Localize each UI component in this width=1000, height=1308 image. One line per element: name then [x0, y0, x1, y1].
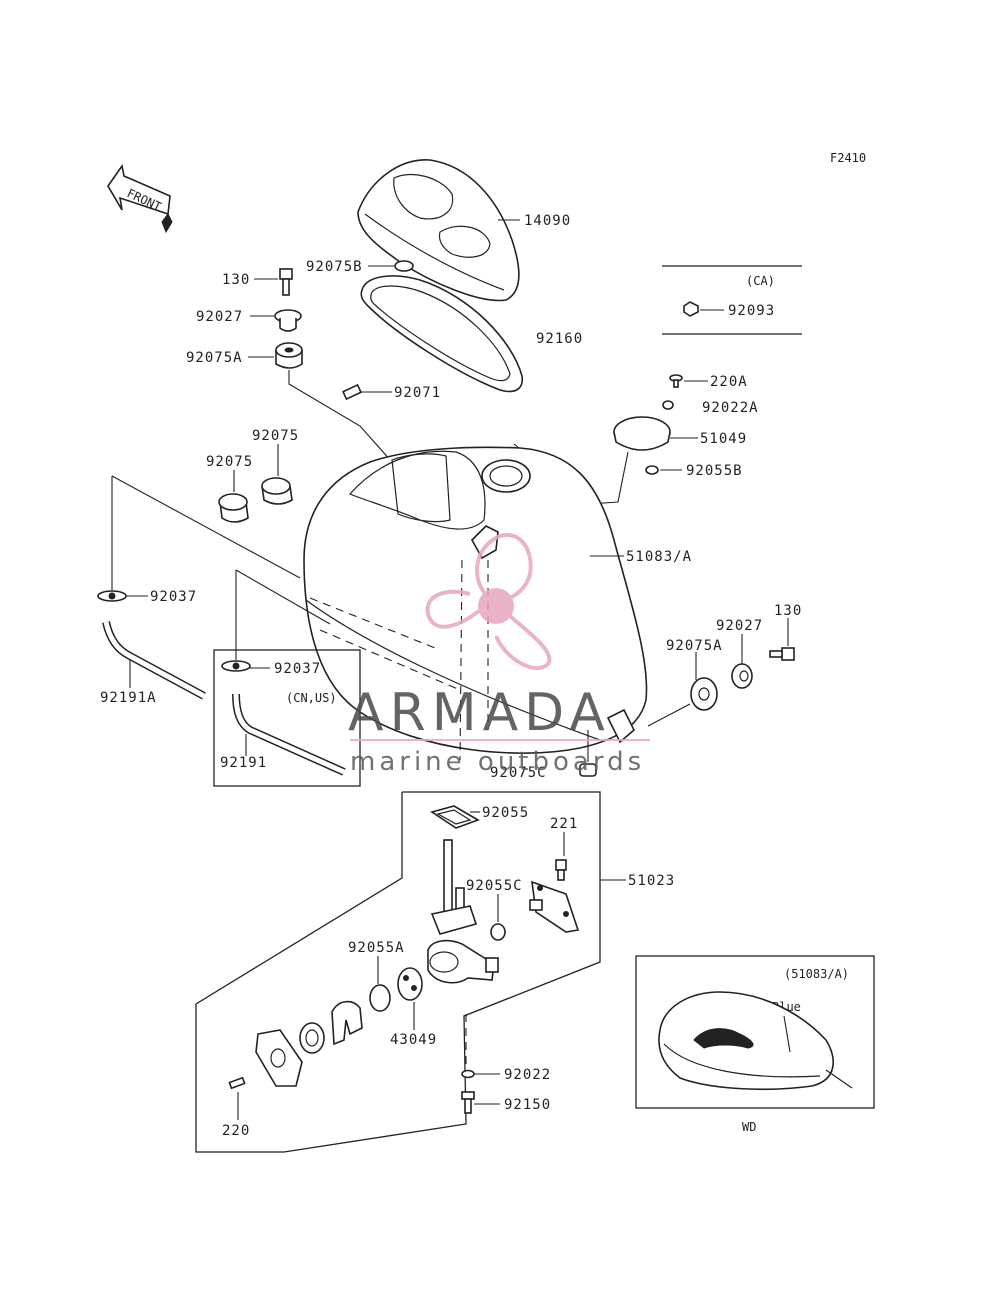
label-92150: 92150 — [504, 1097, 551, 1113]
grommet-92075B-part — [394, 260, 414, 272]
gasket-92055-part — [430, 805, 480, 829]
grommet-92075C-part — [579, 763, 597, 777]
figure-code: F2410 — [830, 151, 866, 165]
o-ring-92055B-part — [645, 465, 659, 475]
label-92055B: 92055B — [686, 463, 743, 479]
meter-cover-part — [357, 159, 520, 302]
damper-92075-1-part — [218, 493, 249, 523]
valve-43049-part — [397, 967, 423, 1001]
wd-variant-box: (51083/A) Blue WD — [635, 955, 875, 1134]
label-51049: 51049 — [700, 431, 747, 447]
bolt-92150-part — [461, 1091, 475, 1114]
lever-part — [331, 1000, 363, 1046]
damper-92075-2-part — [261, 477, 293, 505]
label-92075B: 92075B — [306, 259, 363, 275]
cover-plate-right-part — [529, 880, 580, 933]
propeller-logo-icon — [425, 532, 552, 671]
label-92037-left: 92037 — [150, 589, 197, 605]
ca-variant-box: (CA) 92093 — [662, 265, 802, 335]
washer-92022A-part — [662, 400, 674, 410]
variant-label: (51083/A) — [784, 967, 849, 981]
ca-label: (CA) — [746, 274, 775, 288]
cap-51049-part — [613, 416, 671, 451]
label-92160: 92160 — [536, 331, 583, 347]
label-220: 220 — [222, 1123, 250, 1139]
label-221: 221 — [550, 816, 578, 832]
damper-92075A-right-part — [690, 677, 718, 711]
o-ring-92055C-part — [490, 923, 506, 941]
gasket-92160-part — [360, 275, 524, 393]
fuel-cock-part — [427, 839, 499, 984]
watermark-tagline: marine outboards — [350, 747, 645, 777]
label-130-right: 130 — [774, 603, 802, 619]
label-51083A: 51083/A — [626, 549, 692, 565]
label-92071: 92071 — [394, 385, 441, 401]
front-arrow-icon: FRONT — [107, 164, 173, 234]
label-220A: 220A — [710, 374, 748, 390]
screw-221-part — [555, 859, 567, 881]
cn-us-label: (CN,US) — [286, 691, 337, 705]
label-92037-box: 92037 — [274, 661, 321, 677]
cn-us-variant-box: (CN,US) — [213, 649, 361, 787]
label-130-top: 130 — [222, 272, 250, 288]
label-92191A: 92191A — [100, 690, 157, 706]
label-51023: 51023 — [628, 873, 675, 889]
label-92093: 92093 — [728, 303, 775, 319]
fuel-tank-51083A-part — [303, 446, 648, 754]
o-ring-92055A-part — [369, 984, 391, 1012]
watermark: ARMADA marine outboards — [348, 532, 650, 777]
watermark-brand: ARMADA — [348, 683, 611, 743]
ring-part — [299, 1022, 325, 1054]
bolt-130-top-part — [279, 268, 293, 296]
damper-92075A-top-part — [275, 342, 303, 369]
screw-220A-part — [669, 374, 683, 388]
nut-92093-part — [683, 301, 699, 317]
cover-plate-left-part — [255, 1029, 303, 1087]
label-92191: 92191 — [220, 755, 267, 771]
label-92027-top: 92027 — [196, 309, 243, 325]
label-92075-2: 92075 — [252, 428, 299, 444]
collar-92027-top-part — [274, 309, 302, 332]
label-92075A-top: 92075A — [186, 350, 243, 366]
label-92075C: 92075C — [490, 765, 547, 781]
washer-92022-part — [461, 1069, 475, 1079]
label-92055A: 92055A — [348, 940, 405, 956]
bolt-130-right-part — [769, 647, 795, 661]
label-92075-1: 92075 — [206, 454, 253, 470]
wd-label: WD — [742, 1120, 756, 1134]
label-92022A: 92022A — [702, 400, 759, 416]
screw-220-part — [228, 1076, 246, 1090]
label-92022: 92022 — [504, 1067, 551, 1083]
label-92055C: 92055C — [466, 878, 523, 894]
label-92075A-right: 92075A — [666, 638, 723, 654]
label-92027-right: 92027 — [716, 618, 763, 634]
hose-92191A-part — [102, 621, 206, 700]
clip-92037-left-part — [97, 590, 127, 602]
label-14090: 14090 — [524, 213, 571, 229]
band-92071-part — [341, 383, 363, 401]
hose-92191-part — [232, 693, 346, 776]
label-43049: 43049 — [390, 1032, 437, 1048]
clip-92037-box-part — [221, 660, 251, 672]
label-92055: 92055 — [482, 805, 529, 821]
fuel-cock-assembly-box — [195, 791, 601, 1153]
collar-92027-right-part — [731, 663, 753, 689]
